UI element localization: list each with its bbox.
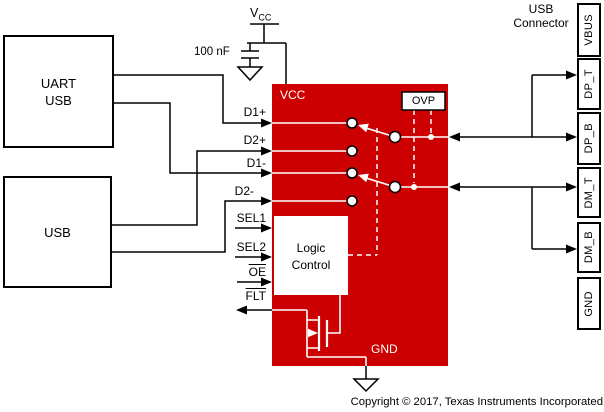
connector-pin-dm-t: DM_T [577, 167, 601, 218]
pin-label-d2m: D2- [234, 184, 254, 198]
pin-label-d1p: D1+ [243, 105, 266, 119]
ic-gnd-pin-label: GND [371, 342, 398, 356]
pin-label-sel1: SEL1 [236, 211, 266, 225]
logic-control-box [274, 216, 348, 295]
uart-usb-box-label-line1: UART [40, 75, 77, 91]
logic-control-dashed-line [348, 128, 378, 256]
pin-label-flt: FLT [245, 289, 266, 303]
switch-pole-contacts [346, 117, 402, 207]
usb-box-label: USB [44, 224, 71, 240]
pin-label-sel2: SEL2 [236, 240, 266, 254]
usb-connector-title: USB Connector [513, 2, 569, 30]
connector-pin-dm-b: DM_B [577, 222, 601, 273]
flt-arrow-left [236, 305, 247, 315]
usb-box: USB [3, 176, 112, 288]
connector-pin-dp-b: DP_B [577, 112, 601, 165]
pin-label-oe: OE [248, 265, 266, 279]
junction-dot [428, 134, 434, 140]
ovp-label: OVP [411, 95, 436, 107]
connector-pin-vbus: VBUS [577, 3, 601, 57]
open-drain-mosfet [272, 295, 367, 366]
capacitor-value-label: 100 nF [194, 46, 230, 58]
junction-dot [411, 184, 417, 190]
switch-arm-2 [366, 177, 393, 187]
gnd-symbol-bottom [352, 378, 380, 393]
gate-wire [328, 295, 341, 334]
wire-d1p [114, 74, 262, 124]
wire-d1m [114, 102, 262, 174]
ic-internal-lines [272, 122, 448, 202]
switch-arm-arrowheads [358, 123, 369, 183]
ovp-dashed-lines [348, 110, 432, 256]
ovp-box [401, 91, 446, 111]
wire-dp [460, 74, 566, 138]
black-wires [112, 23, 566, 379]
source-rail [307, 356, 367, 366]
uart-usb-box-label-line2: USB [45, 92, 72, 108]
switch-throw-contact [388, 130, 402, 144]
wire-d2m [112, 200, 262, 253]
pin-label-d1m: D1- [246, 156, 266, 170]
connector-pin-gnd: GND [577, 277, 601, 330]
capacitor-symbol [241, 43, 259, 67]
mosfet-body-arrow [308, 328, 318, 338]
logic-control-label: Logic Control [291, 241, 331, 272]
pin-label-d2p: D2+ [243, 133, 266, 147]
black-arrowheads [236, 70, 577, 315]
copyright-text: Copyright © 2017, Texas Instruments Inco… [350, 396, 603, 408]
connector-pin-dp-t: DP_T [577, 58, 601, 110]
wire-d2p [112, 150, 262, 226]
vcc-supply-label: VCC [250, 6, 272, 23]
switch-arm-1 [366, 127, 393, 137]
switch-throw-contact [388, 180, 402, 194]
ic-vcc-pin-label: VCC [280, 88, 306, 102]
wire-dm [460, 186, 566, 250]
uart-usb-box: UART USB [3, 35, 114, 148]
gnd-symbol-top [236, 66, 264, 82]
wire-vcc [247, 23, 287, 84]
